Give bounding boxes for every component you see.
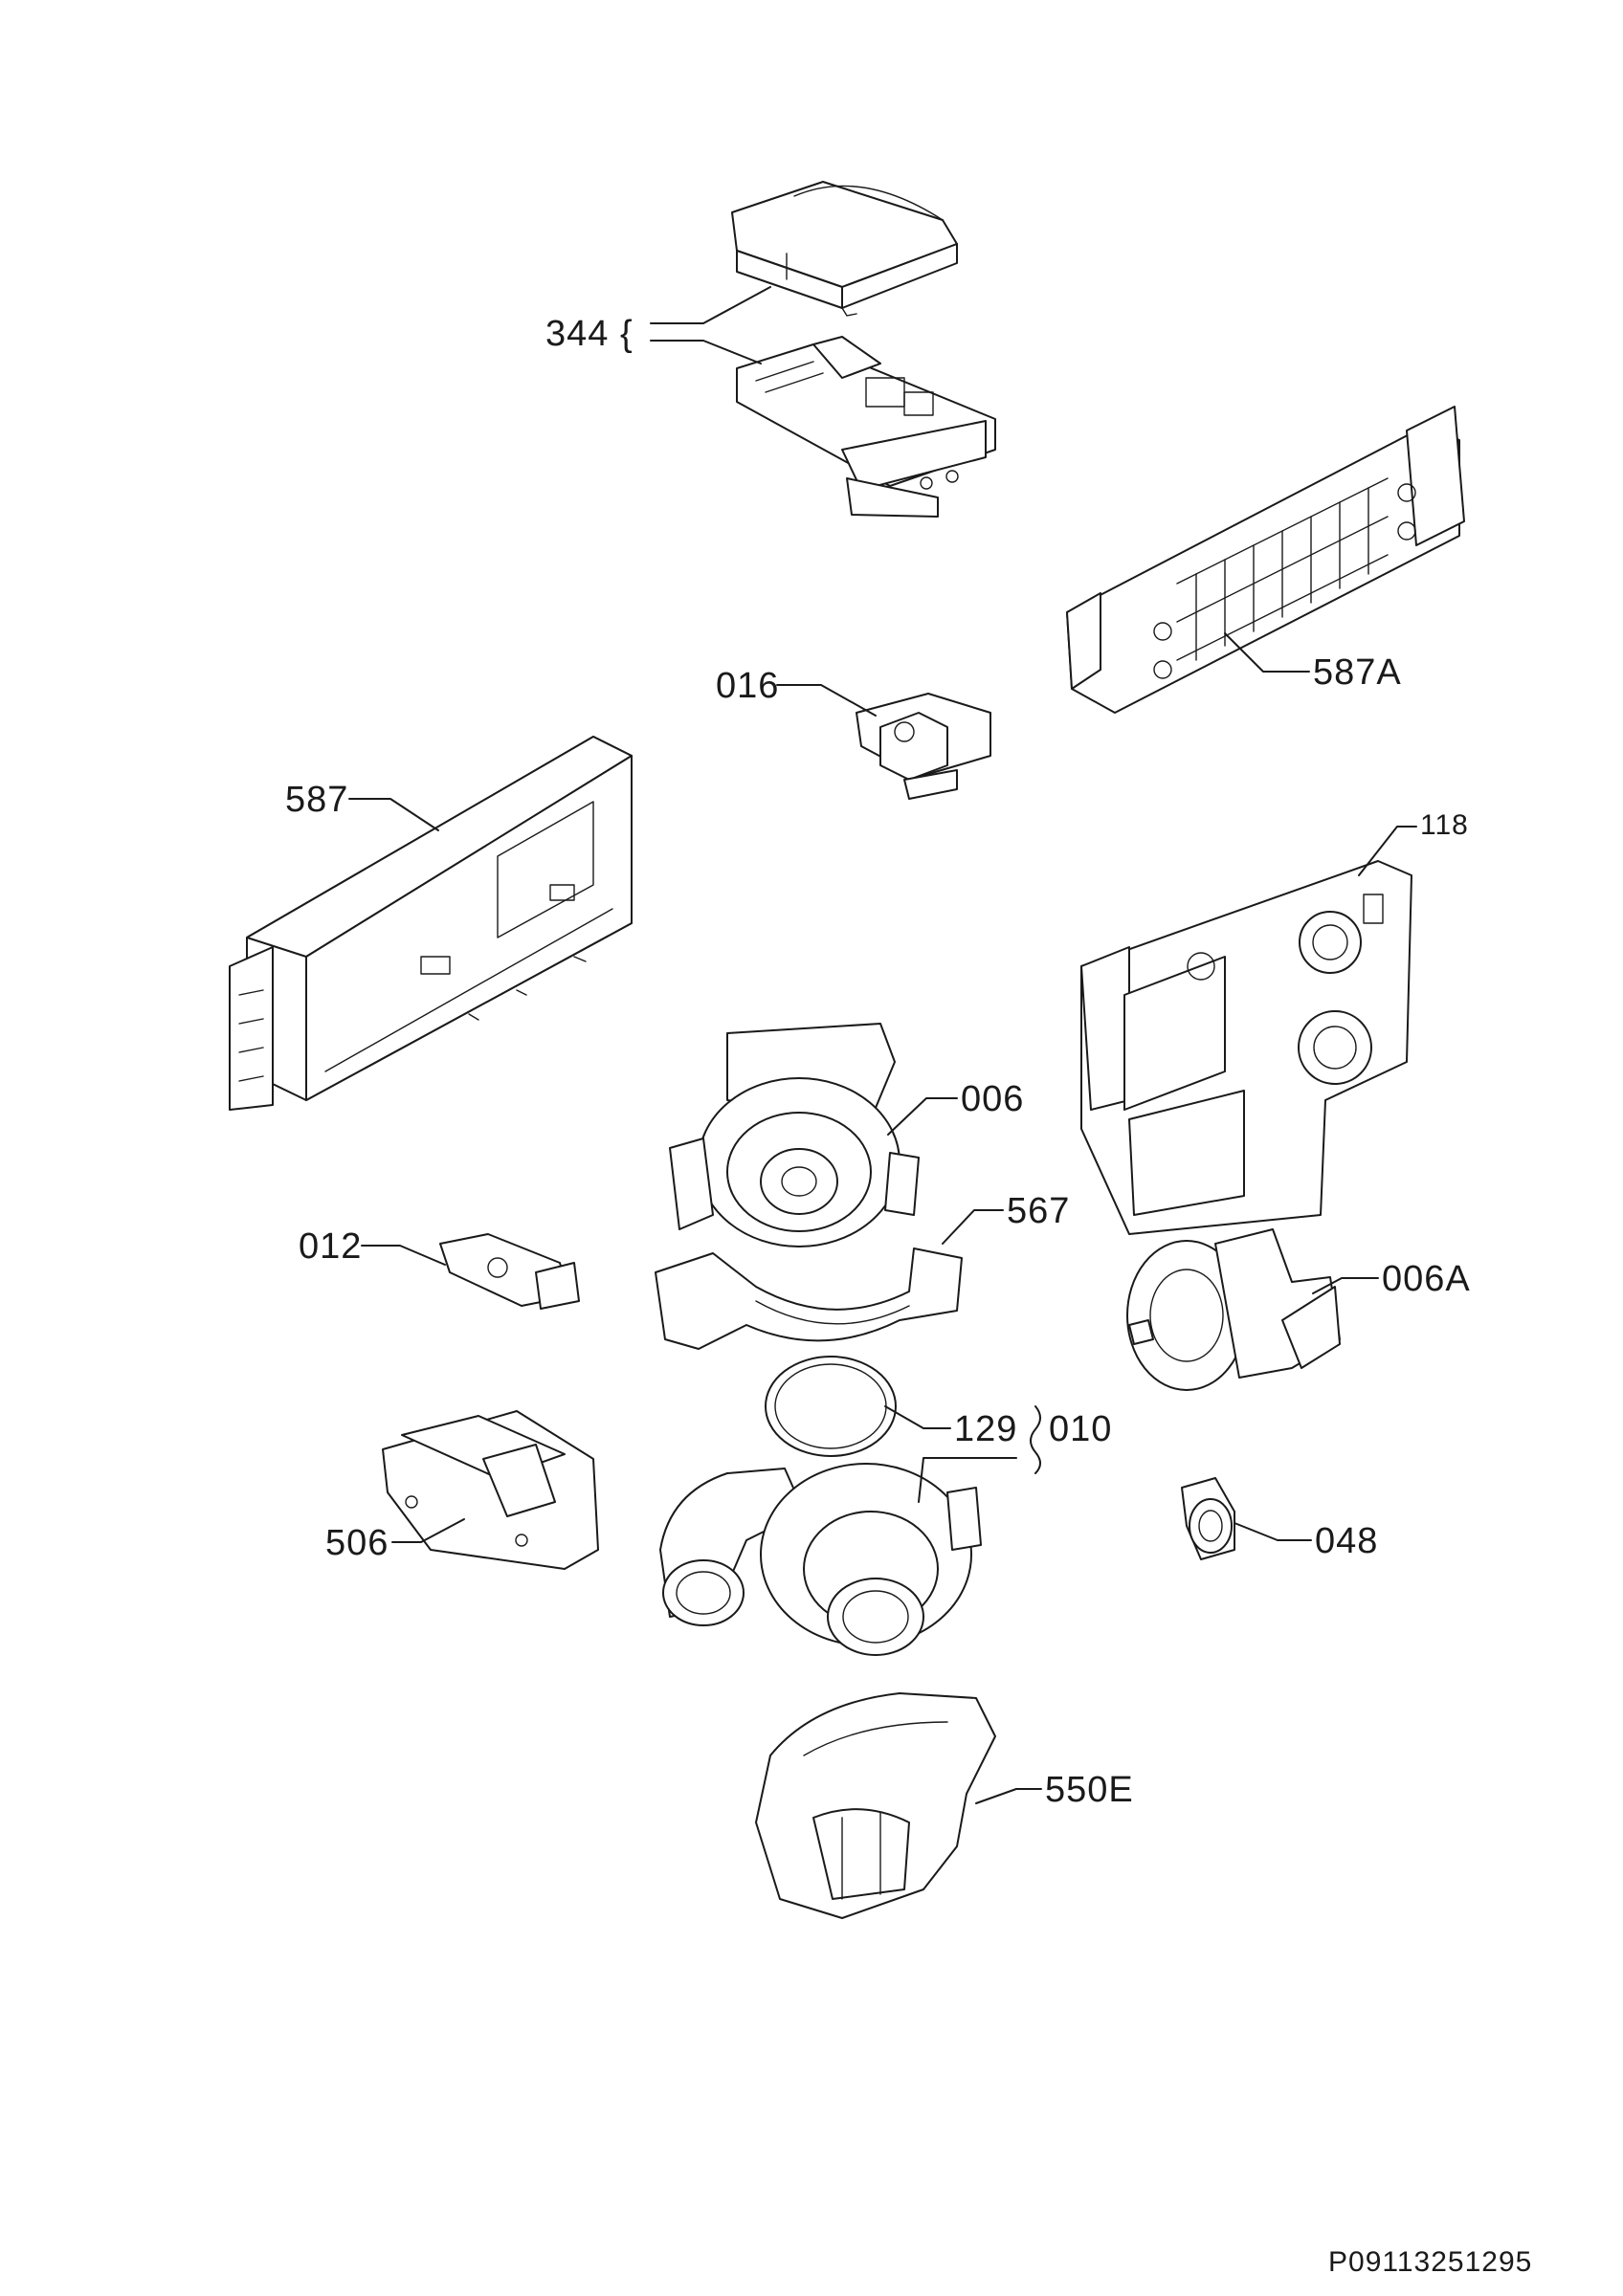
part-048 bbox=[1181, 1477, 1235, 1560]
part-012 bbox=[439, 1233, 580, 1310]
callout-016: 016 bbox=[716, 666, 780, 706]
callout-506: 506 bbox=[325, 1523, 389, 1563]
callout-587: 587 bbox=[285, 780, 349, 820]
callout-587A: 587A bbox=[1313, 652, 1402, 693]
part-344-cover bbox=[731, 181, 958, 317]
callout-012: 012 bbox=[299, 1226, 363, 1267]
part-587A-frame bbox=[1066, 406, 1465, 714]
callout-010: 010 bbox=[1049, 1409, 1113, 1449]
part-344-board bbox=[736, 336, 996, 518]
part-010 bbox=[659, 1463, 982, 1656]
callout-006A: 006A bbox=[1382, 1259, 1471, 1299]
part-016 bbox=[856, 693, 991, 800]
callout-550E: 550E bbox=[1045, 1770, 1134, 1810]
part-006A bbox=[1126, 1228, 1341, 1391]
part-567 bbox=[655, 1247, 963, 1350]
part-129 bbox=[765, 1356, 897, 1457]
callout-344: 344 { bbox=[545, 314, 634, 354]
document-id: P09113251295 bbox=[1328, 2246, 1533, 2278]
callout-129: 129 bbox=[954, 1409, 1018, 1449]
leader-lines bbox=[348, 286, 1417, 1804]
part-006 bbox=[669, 1023, 920, 1247]
part-118-dispenser bbox=[1080, 860, 1412, 1235]
callout-048: 048 bbox=[1315, 1521, 1379, 1561]
callout-118: 118 bbox=[1420, 809, 1469, 841]
part-587-box bbox=[229, 736, 633, 1111]
callout-006: 006 bbox=[961, 1079, 1025, 1119]
part-550E bbox=[755, 1692, 996, 1919]
part-506 bbox=[382, 1410, 599, 1570]
callout-567: 567 bbox=[1007, 1191, 1071, 1231]
